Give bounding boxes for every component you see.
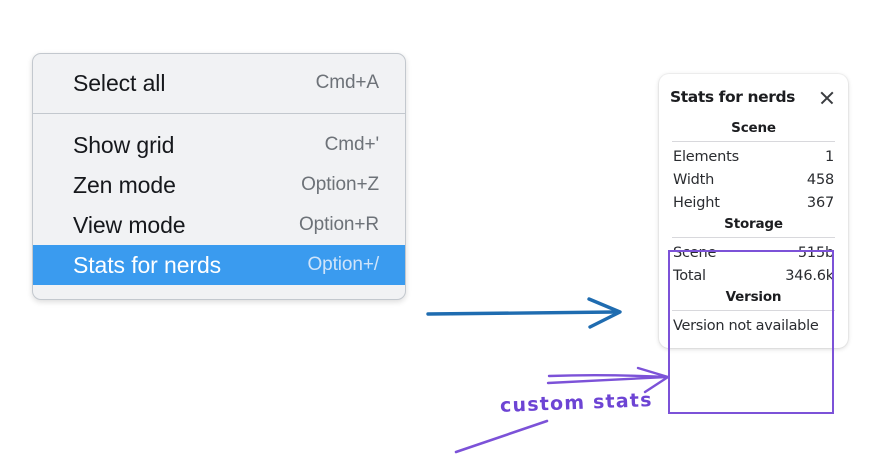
stat-value: 458	[806, 171, 834, 188]
stat-row-scene-storage: Scene 515b	[670, 241, 837, 264]
section-heading-scene: Scene	[731, 120, 776, 136]
menu-group-1: Select all Cmd+A	[33, 54, 405, 113]
stat-label: Total	[673, 267, 706, 284]
stat-row-total-storage: Total 346.6k	[670, 264, 837, 287]
stat-value: 367	[806, 194, 834, 211]
menu-item-label: Show grid	[73, 131, 175, 158]
stats-section-storage: Storage Scene 515b Total 346.6k	[670, 214, 837, 287]
menu-item-shortcut: Cmd+'	[324, 134, 379, 155]
stats-panel-title: Stats for nerds	[670, 88, 796, 106]
section-divider	[672, 237, 835, 238]
menu-item-show-grid[interactable]: Show grid Cmd+'	[33, 125, 405, 165]
menu-item-stats-for-nerds[interactable]: Stats for nerds Option+/	[33, 245, 405, 285]
menu-item-label: View mode	[73, 211, 186, 238]
menu-group-2: Show grid Cmd+' Zen mode Option+Z View m…	[33, 114, 405, 299]
stats-for-nerds-panel: Stats for nerds Scene Elements 1 Width 4…	[659, 74, 848, 348]
menu-item-label: Zen mode	[73, 171, 176, 198]
menu-item-zen-mode[interactable]: Zen mode Option+Z	[33, 165, 405, 205]
stat-label: Elements	[673, 148, 739, 165]
blue-arrow-annotation	[426, 297, 622, 329]
menu-item-shortcut: Option+R	[299, 214, 379, 235]
menu-separator	[33, 113, 405, 114]
menu-item-shortcut: Option+Z	[301, 174, 379, 195]
stat-label: Scene	[673, 244, 717, 261]
purple-arrow-annotation	[547, 374, 668, 379]
stats-section-scene: Scene Elements 1 Width 458 Height 367	[670, 118, 837, 214]
stat-value: 346.6k	[785, 267, 834, 284]
stat-row-width: Width 458	[670, 168, 837, 191]
stat-label: Height	[673, 194, 720, 211]
section-divider	[672, 310, 835, 311]
stat-value: 1	[824, 148, 834, 165]
menu-item-select-all[interactable]: Select all Cmd+A	[33, 63, 405, 103]
section-divider	[672, 141, 835, 142]
stat-row-elements: Elements 1	[670, 145, 837, 168]
menu-item-shortcut: Option+/	[307, 254, 379, 275]
close-icon[interactable]	[819, 89, 835, 105]
stats-section-version: Version Version not available	[670, 287, 837, 336]
menu-item-label: Select all	[73, 69, 166, 96]
stat-row-height: Height 367	[670, 191, 837, 214]
stat-value: 515b	[797, 244, 834, 261]
menu-item-label: Stats for nerds	[73, 251, 222, 278]
stats-panel-header: Stats for nerds	[670, 88, 837, 106]
menu-item-view-mode[interactable]: View mode Option+R	[33, 205, 405, 245]
menu-item-shortcut: Cmd+A	[315, 72, 379, 93]
context-menu[interactable]: Select all Cmd+A Show grid Cmd+' Zen mod…	[32, 53, 406, 300]
section-heading-storage: Storage	[724, 216, 783, 232]
custom-stats-annotation-label: custom stats	[499, 389, 654, 417]
purple-underline-annotation	[454, 419, 549, 454]
stat-row-version-value: Version not available	[673, 318, 819, 334]
section-heading-version: Version	[725, 289, 782, 305]
stat-label: Width	[673, 171, 715, 188]
